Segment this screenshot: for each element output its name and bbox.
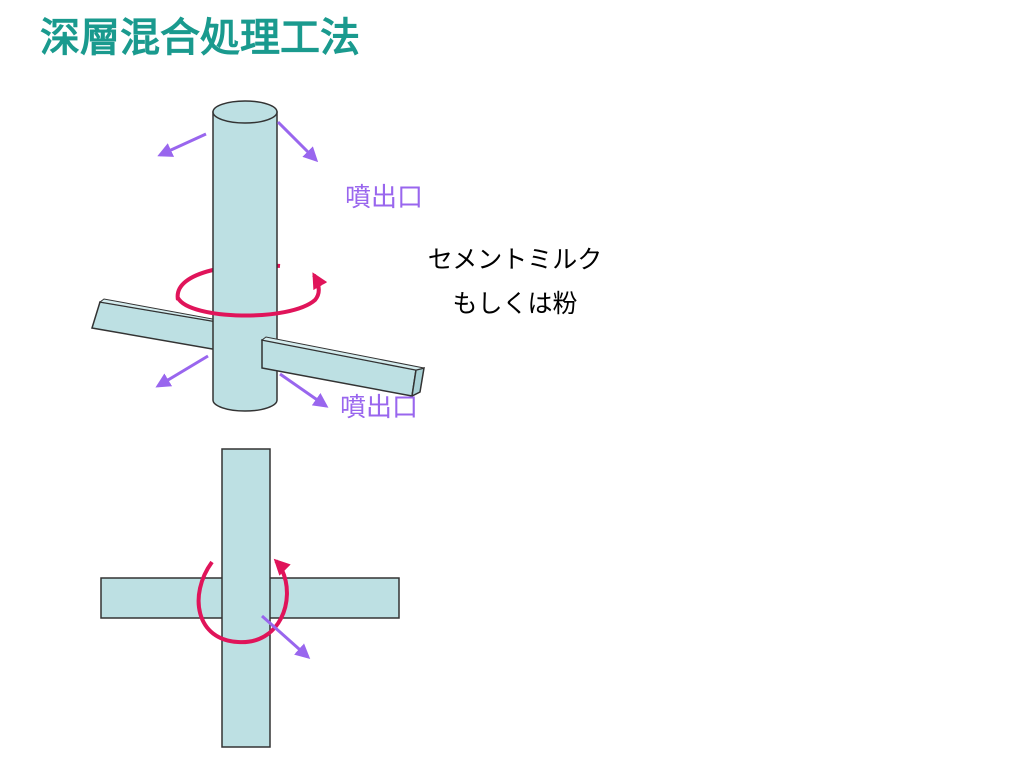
top-view-rotation-ring: [196, 558, 291, 645]
nozzle-label-top: 噴出口: [345, 183, 424, 213]
mixing-blade-right: [260, 336, 425, 398]
material-label: セメントミルク もしくは粉: [410, 238, 620, 326]
vertical-shaft: [212, 100, 278, 412]
rotation-ring-front: [176, 272, 328, 318]
flow-arrow-top-right: [276, 120, 319, 163]
material-label-line1: セメントミルク: [427, 245, 603, 274]
flow-arrow-bottom-left: [155, 354, 209, 388]
nozzle-label-bottom: 噴出口: [340, 393, 419, 423]
material-label-line2: もしくは粉: [452, 289, 578, 318]
page-title: 深層混合処理工法: [40, 15, 360, 61]
flow-arrow-bottom-right: [279, 372, 329, 408]
top-view-cross: [100, 448, 400, 748]
top-view-flow-arrow: [261, 614, 311, 659]
mixing-blade-left: [91, 298, 219, 351]
flow-arrow-top-left: [157, 132, 207, 157]
